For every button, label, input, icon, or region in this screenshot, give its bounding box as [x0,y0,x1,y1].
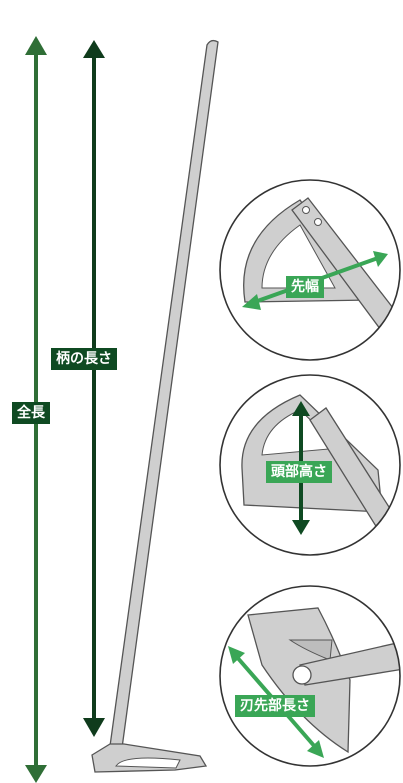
detail-circle-tip-width [219,179,401,361]
label-head-height: 頭部高さ [266,461,332,483]
label-overall-length: 全長 [12,402,50,424]
handle-length-arrow [83,40,105,737]
label-blade-tip-length: 刃先部長さ [235,695,315,717]
label-tip-width: 先幅 [286,276,324,298]
tool-illustration [91,39,219,773]
label-handle-length: 柄の長さ [51,348,117,370]
detail-circle-blade-tip-length [219,585,401,767]
tool-handle [109,39,219,749]
